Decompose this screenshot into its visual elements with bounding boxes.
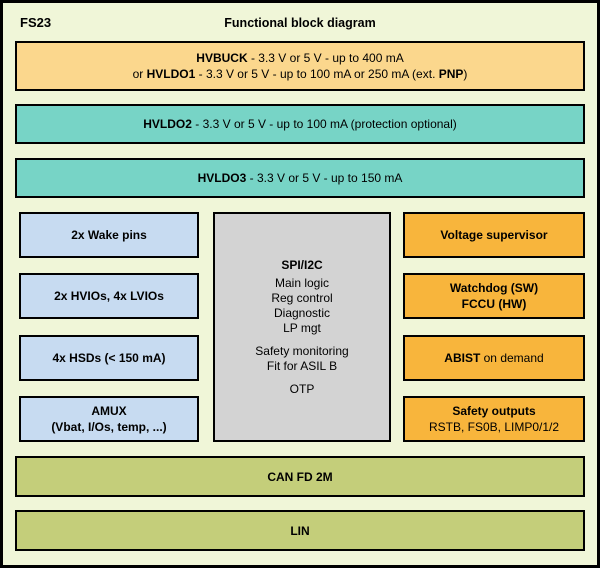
block-abist: ABIST on demand [403,334,585,381]
logic-title: SPI/I2C [281,257,323,272]
logic-line: Diagnostic [273,305,331,320]
logic-line: Fit for ASIL B [266,358,338,373]
logic-line: LP mgt [283,320,321,335]
can-label: CAN FD 2M [267,469,333,484]
block-voltage-supervisor: Voltage supervisor [403,212,585,258]
wake-pins-label: 2x Wake pins [71,228,147,242]
chip-label: FS23 [20,15,52,30]
voltage-supervisor-label: Voltage supervisor [440,228,548,242]
block-hvldo3: HVLDO3 - 3.3 V or 5 V - up to 150 mA [15,158,585,198]
safety-outputs-label: Safety outputs [452,403,536,418]
watchdog-label: Watchdog (SW) [449,281,539,296]
abist-label: ABIST on demand [444,350,544,365]
middle-section: 2x Wake pins 2x HVIOs, 4x LVIOs 4x HSDs … [15,212,585,442]
logic-line: Reg control [271,290,333,305]
block-amux: AMUX (Vbat, I/Os, temp, ...) [19,395,199,442]
block-main-logic: SPI/I2C Main logic Reg control Diagnosti… [213,212,391,442]
logic-line: Main logic [274,275,330,290]
io-column: 2x Wake pins 2x HVIOs, 4x LVIOs 4x HSDs … [19,212,199,442]
block-hsds: 4x HSDs (< 150 mA) [19,334,199,381]
block-hvldo2: HVLDO2 - 3.3 V or 5 V - up to 100 mA (pr… [15,104,585,144]
page-title: Functional block diagram [224,16,376,30]
block-hvbuck-hvldo1: HVBUCK - 3.3 V or 5 V - up to 400 mA or … [15,41,585,91]
ios-label: 2x HVIOs, 4x LVIOs [54,289,164,304]
block-can-fd: CAN FD 2M [15,456,585,497]
hvldo3-line: HVLDO3 - 3.3 V or 5 V - up to 150 mA [197,171,403,185]
safety-column: Voltage supervisor Watchdog (SW) FCCU (H… [403,212,585,442]
logic-line: Safety monitoring [255,343,349,358]
block-watchdog-fccu: Watchdog (SW) FCCU (HW) [403,273,585,320]
diagram-header: FS23 Functional block diagram [15,11,585,41]
block-safety-outputs: Safety outputs RSTB, FS0B, LIMP0/1/2 [403,395,585,442]
amux-sublabel: (Vbat, I/Os, temp, ...) [51,419,167,434]
hvbuck-line2: or HVLDO1 - 3.3 V or 5 V - up to 100 mA … [132,67,468,81]
fccu-label: FCCU (HW) [461,297,527,312]
hsds-label: 4x HSDs (< 150 mA) [52,350,166,365]
block-lin: LIN [15,510,585,551]
hvldo2-line: HVLDO2 - 3.3 V or 5 V - up to 100 mA (pr… [143,117,457,131]
block-wake-pins: 2x Wake pins [19,212,199,258]
lin-label: LIN [290,523,310,538]
safety-outputs-pins: RSTB, FS0B, LIMP0/1/2 [428,419,560,434]
block-hvios-lvios: 2x HVIOs, 4x LVIOs [19,273,199,320]
amux-label: AMUX [91,403,127,418]
logic-line: OTP [289,381,315,396]
hvbuck-line1: HVBUCK - 3.3 V or 5 V - up to 400 mA [196,51,404,65]
